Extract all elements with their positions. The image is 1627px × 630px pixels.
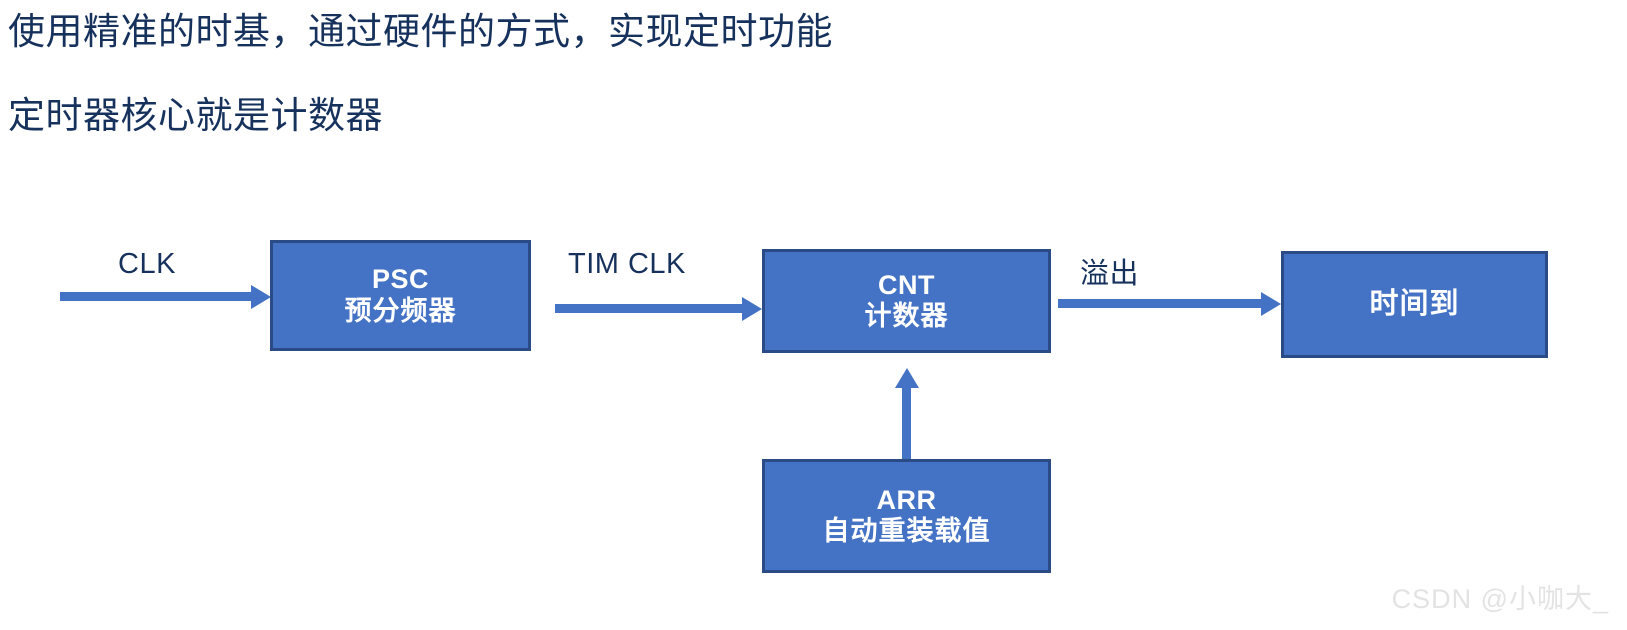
block-cnt-title: CNT [878,269,935,300]
block-cnt[interactable]: CNT 计数器 [762,249,1051,353]
block-psc-subtitle: 预分频器 [344,295,457,326]
headline-primary: 使用精准的时基，通过硬件的方式，实现定时功能 [8,11,833,52]
block-psc-title: PSC [371,264,430,295]
arrow-cnt-to-time-reached [1058,299,1262,308]
arrow-arr-to-cnt [902,387,911,459]
watermark: CSDN @小咖大_ [1391,584,1609,614]
block-time-reached-subtitle: 时间到 [1369,287,1460,320]
block-time-reached[interactable]: 时间到 [1281,251,1548,358]
arrow-psc-to-cnt [555,304,743,313]
arrow-label-clk: CLK [118,248,176,280]
block-arr-title: ARR [876,484,937,515]
block-cnt-subtitle: 计数器 [864,301,949,331]
headline-secondary: 定时器核心就是计数器 [8,95,383,136]
block-arr[interactable]: ARR 自动重装载值 [762,459,1051,573]
arrow-clk-to-psc [60,292,252,301]
block-psc[interactable]: PSC 预分频器 [270,240,531,351]
arrow-label-overflow: 溢出 [1080,258,1140,290]
block-arr-subtitle: 自动重装载值 [822,516,991,546]
arrow-label-tim-clk: TIM CLK [568,248,686,280]
